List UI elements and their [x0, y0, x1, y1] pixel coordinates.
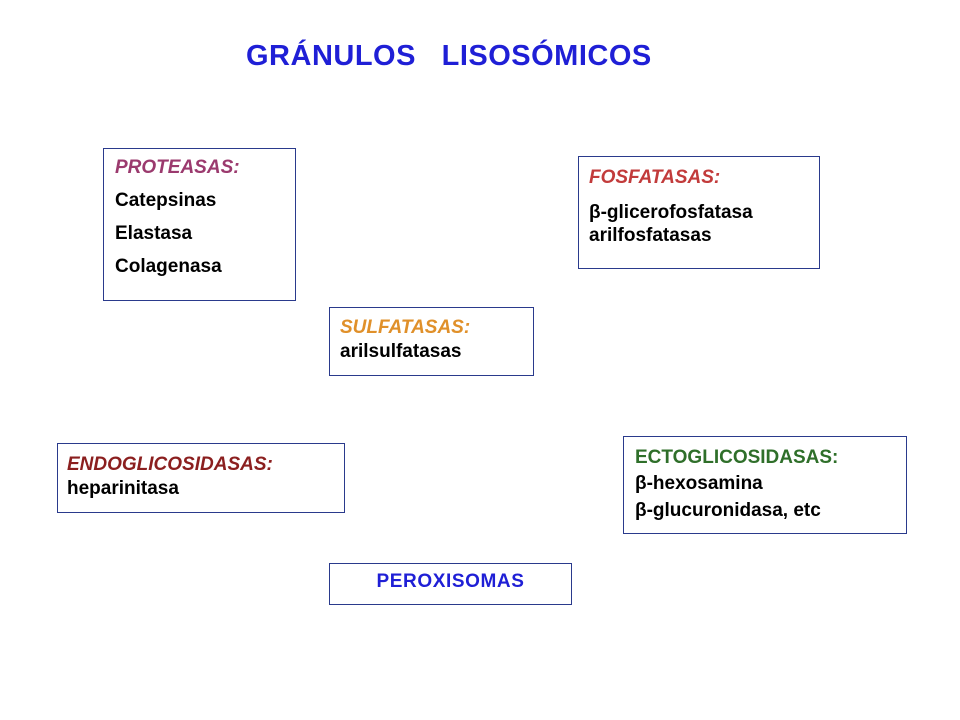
peroxisomas-label: PEROXISOMAS — [376, 571, 525, 592]
endoglicosidasas-item-heparinitasa: heparinitasa — [67, 478, 179, 499]
ectoglicosidasas-heading: ECTOGLICOSIDASAS: — [635, 447, 839, 468]
fosfatasas-item-arilfosfatasas: arilfosfatasas — [589, 225, 712, 246]
page-title: GRÁNULOS LISOSÓMICOS — [246, 40, 652, 72]
ectoglicosidasas-item-glucuronidasa: β-glucuronidasa, etc — [635, 500, 821, 521]
endoglicosidasas-heading: ENDOGLICOSIDASAS: — [67, 454, 273, 475]
sulfatasas-heading: SULFATASAS: — [340, 317, 471, 338]
proteasas-item-colagenasa: Colagenasa — [115, 256, 222, 277]
fosfatasas-heading: FOSFATASAS: — [589, 167, 721, 188]
fosfatasas-item-glicerofosfatasa: β-glicerofosfatasa — [589, 202, 753, 223]
ectoglicosidasas-box: ECTOGLICOSIDASAS: β-hexosamina β-glucuro… — [623, 436, 907, 534]
sulfatasas-box: SULFATASAS: arilsulfatasas — [329, 307, 534, 376]
fosfatasas-box: FOSFATASAS: β-glicerofosfatasa arilfosfa… — [578, 156, 820, 269]
proteasas-item-catepsinas: Catepsinas — [115, 190, 217, 211]
proteasas-heading: PROTEASAS: — [115, 157, 240, 178]
ectoglicosidasas-item-hexosamina: β-hexosamina — [635, 473, 763, 494]
peroxisomas-box: PEROXISOMAS — [329, 563, 572, 605]
proteasas-box: PROTEASAS: Catepsinas Elastasa Colagenas… — [103, 148, 296, 301]
endoglicosidasas-box: ENDOGLICOSIDASAS: heparinitasa — [57, 443, 345, 513]
sulfatasas-item-arilsulfatasas: arilsulfatasas — [340, 341, 462, 362]
proteasas-item-elastasa: Elastasa — [115, 223, 193, 244]
